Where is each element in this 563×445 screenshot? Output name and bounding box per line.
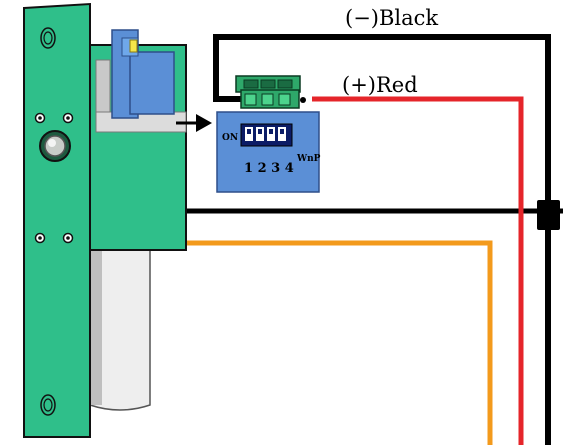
wires bbox=[186, 34, 563, 445]
right-arrow-icon bbox=[176, 114, 212, 132]
bolt-shadow bbox=[90, 240, 102, 405]
dip-on-label: ON bbox=[222, 133, 238, 143]
push-button-icon bbox=[39, 130, 71, 162]
inner-panel-frame bbox=[95, 111, 187, 133]
negative-wire-label: (−)Black bbox=[345, 6, 438, 30]
dip-numbers-label: 1 2 3 4 bbox=[244, 161, 294, 176]
terminal-slots bbox=[243, 79, 293, 89]
mounting-dots bbox=[34, 112, 74, 244]
wire-connector-icon bbox=[537, 200, 560, 230]
terminal-screws bbox=[244, 93, 291, 106]
terminal-wire-dot bbox=[300, 97, 306, 103]
screw-hole-icon bbox=[40, 27, 56, 49]
switch-module-front bbox=[129, 51, 175, 115]
screw-hole-icon bbox=[40, 394, 56, 416]
red-wire-positive bbox=[312, 96, 524, 445]
positive-wire-label: (+)Red bbox=[342, 73, 418, 97]
black-wire-negative bbox=[213, 34, 551, 445]
face-plate bbox=[23, 2, 91, 438]
terminal-block bbox=[235, 75, 306, 109]
face-plate-body bbox=[23, 2, 91, 438]
orange-wire bbox=[186, 240, 493, 445]
control-module: ON 1 2 3 4 WnP bbox=[216, 111, 321, 193]
lock-body bbox=[89, 29, 187, 411]
bolt-cylinder bbox=[89, 239, 151, 411]
dip-switch-levers bbox=[247, 129, 284, 134]
switch-indicator bbox=[129, 39, 138, 53]
dip-brand-label: WnP bbox=[296, 154, 321, 164]
